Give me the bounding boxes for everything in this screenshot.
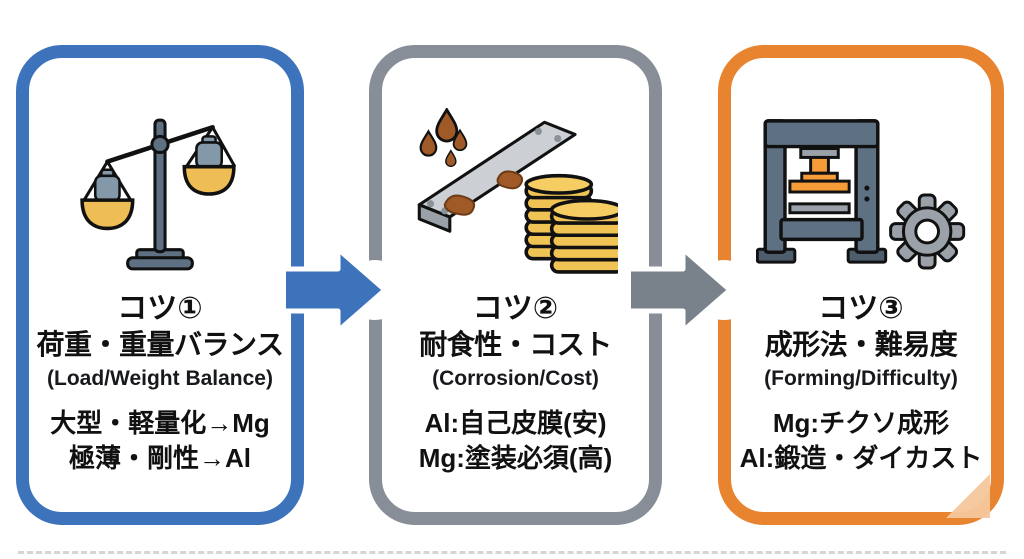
card1-title: 荷重・重量バランス [36, 328, 284, 360]
press-machine-icon [756, 119, 888, 264]
balance-scale-icon [80, 118, 237, 271]
card3-body: Mg:チクソ成形 Al:鍛造・ダイカスト [740, 406, 983, 476]
card-load-weight-balance: コツ① 荷重・重量バランス (Load/Weight Balance) 大型・軽… [16, 45, 304, 525]
gear-icon [889, 193, 966, 270]
flow-arrow-1-shape [286, 248, 388, 332]
card1-line-2: 極薄・剛性→Al [68, 443, 251, 474]
water-drops-icon [419, 108, 467, 167]
coin-stacks-icon [523, 173, 618, 274]
card3-subtitle: (Forming/Difficulty) [764, 366, 958, 390]
card3-icon-box [756, 104, 966, 280]
card3-line-2: Al:鍛造・ダイカスト [739, 443, 983, 474]
card3-line-1: Mg:チクソ成形 [772, 408, 950, 439]
corroded-plate-and-coins-icon [417, 108, 618, 274]
card3-heading: コツ③ [818, 292, 904, 325]
card-corrosion-cost: コツ② 耐食性・コスト (Corrosion/Cost) Al:自己皮膜(安) … [369, 45, 662, 525]
card2-heading: コツ② [472, 292, 559, 325]
corroded-plate-icon [417, 120, 577, 233]
card2-title: 耐食性・コスト [419, 328, 612, 360]
card2-subtitle: (Corrosion/Cost) [432, 366, 599, 390]
press-and-gear-icon [756, 119, 966, 270]
card1-heading: コツ① [117, 292, 203, 325]
flow-arrow-2-icon [631, 248, 733, 332]
card3-title: 成形法・難易度 [764, 328, 958, 360]
card2-line-1: Al:自己皮膜(安) [424, 408, 607, 439]
bottom-dashed-divider [18, 551, 1006, 554]
card1-body: 大型・軽量化→Mg 極薄・剛性→Al [50, 406, 270, 476]
flow-arrow-2-shape [631, 248, 733, 332]
card1-subtitle: (Load/Weight Balance) [47, 366, 273, 390]
card1-line-1: 大型・軽量化→Mg [50, 408, 270, 439]
card2-icon-box [414, 104, 618, 280]
card1-icon-box [74, 104, 246, 280]
card-forming-difficulty: コツ③ 成形法・難易度 (Forming/Difficulty) Mg:チクソ成… [718, 45, 1004, 525]
flow-arrow-1-icon [286, 248, 388, 332]
card2-line-2: Mg:塗装必須(高) [418, 443, 613, 474]
card2-body: Al:自己皮膜(安) Mg:塗装必須(高) [419, 406, 613, 476]
